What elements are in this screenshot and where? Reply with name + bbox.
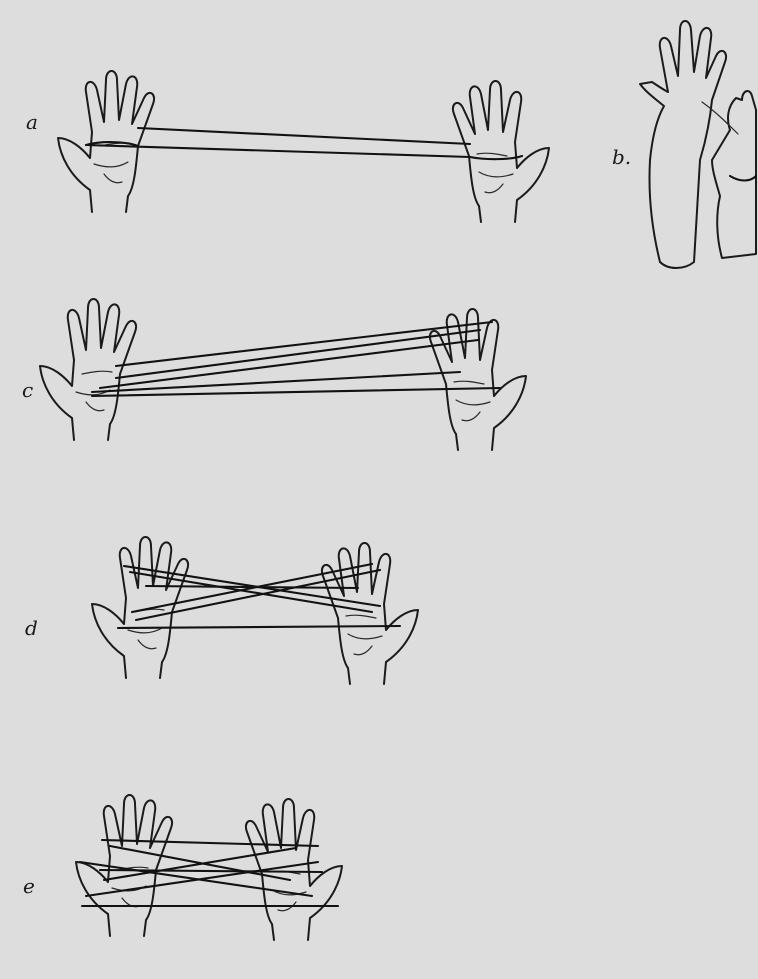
left-hand xyxy=(40,299,136,440)
string-line xyxy=(86,145,470,157)
panel-c xyxy=(40,299,526,450)
left-hand xyxy=(92,537,188,678)
string-line xyxy=(118,626,400,628)
panel-label-b: b. xyxy=(612,147,631,167)
string-line xyxy=(102,840,318,846)
panel-label-e: e xyxy=(23,876,35,896)
panel-label-c: c xyxy=(22,380,33,400)
panel-e xyxy=(76,795,342,940)
hand-b-back xyxy=(640,21,726,268)
panel-a xyxy=(58,71,549,222)
string-line xyxy=(138,128,470,144)
panel-label-a: a xyxy=(26,112,38,132)
string-line xyxy=(116,330,480,378)
string-line xyxy=(116,322,492,366)
string-line xyxy=(100,870,322,872)
string-line xyxy=(730,176,756,181)
panel-d xyxy=(92,537,418,684)
panel-label-d: d xyxy=(25,618,38,638)
left-hand xyxy=(76,795,172,936)
panel-b xyxy=(640,21,756,268)
right-hand xyxy=(453,81,549,222)
string-line xyxy=(470,156,522,159)
